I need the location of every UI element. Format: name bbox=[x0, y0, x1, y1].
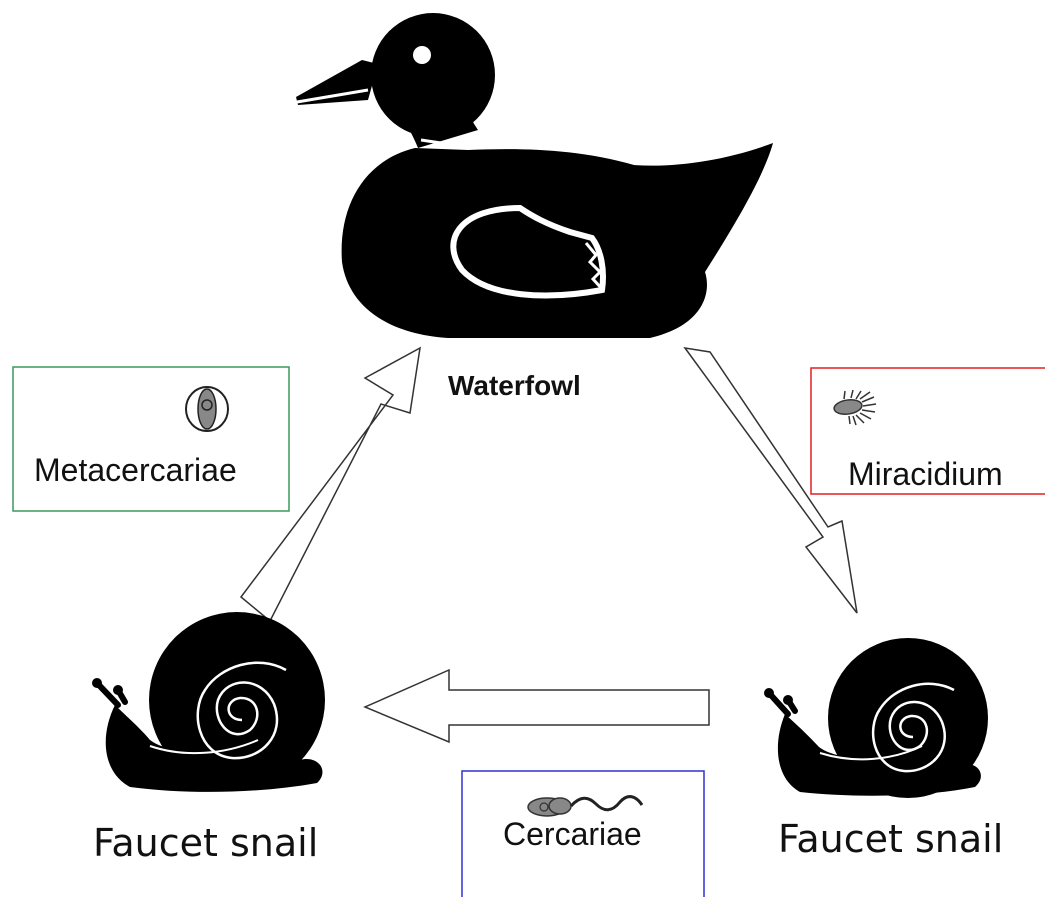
arrow-snail-to-waterfowl bbox=[241, 348, 420, 621]
faucet-snail-right-label: Faucet snail bbox=[778, 820, 1003, 858]
ciliated-larva-icon bbox=[833, 390, 876, 425]
snail-silhouette-icon bbox=[764, 638, 988, 798]
faucet-snail-left-label: Faucet snail bbox=[93, 824, 318, 862]
miracidium-label: Miracidium bbox=[848, 458, 1003, 490]
arrow-snail-to-snail bbox=[365, 670, 709, 742]
metacercariae-box bbox=[13, 367, 289, 511]
waterfowl-label: Waterfowl bbox=[448, 372, 581, 400]
arrow-waterfowl-to-snail bbox=[685, 348, 857, 613]
encysted-larva-icon bbox=[186, 387, 228, 431]
duck-silhouette-icon bbox=[296, 13, 773, 338]
snail-silhouette-icon bbox=[92, 612, 325, 792]
tailed-larva-icon bbox=[528, 797, 642, 816]
metacercariae-label: Metacercariae bbox=[34, 454, 237, 486]
cercariae-label: Cercariae bbox=[503, 818, 642, 850]
